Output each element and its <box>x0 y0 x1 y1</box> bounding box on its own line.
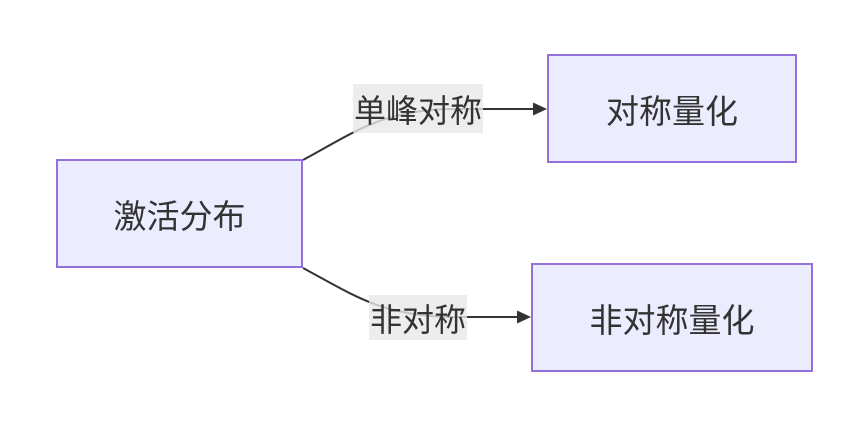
edge-label-unimodal-symmetric: 单峰对称 <box>353 84 483 133</box>
arrowhead-top-icon <box>533 102 547 116</box>
edge-label-asymmetric: 非对称 <box>369 295 467 340</box>
node-asymmetric-quantization: 非对称量化 <box>531 263 813 372</box>
node-symmetric-quantization: 对称量化 <box>547 54 797 163</box>
arrowhead-bottom-icon <box>517 310 531 324</box>
node-asymmetric-quantization-label: 非对称量化 <box>589 301 755 339</box>
node-symmetric-quantization-label: 对称量化 <box>606 92 738 130</box>
node-activation-distribution: 激活分布 <box>56 159 303 268</box>
node-activation-distribution-label: 激活分布 <box>113 197 246 235</box>
